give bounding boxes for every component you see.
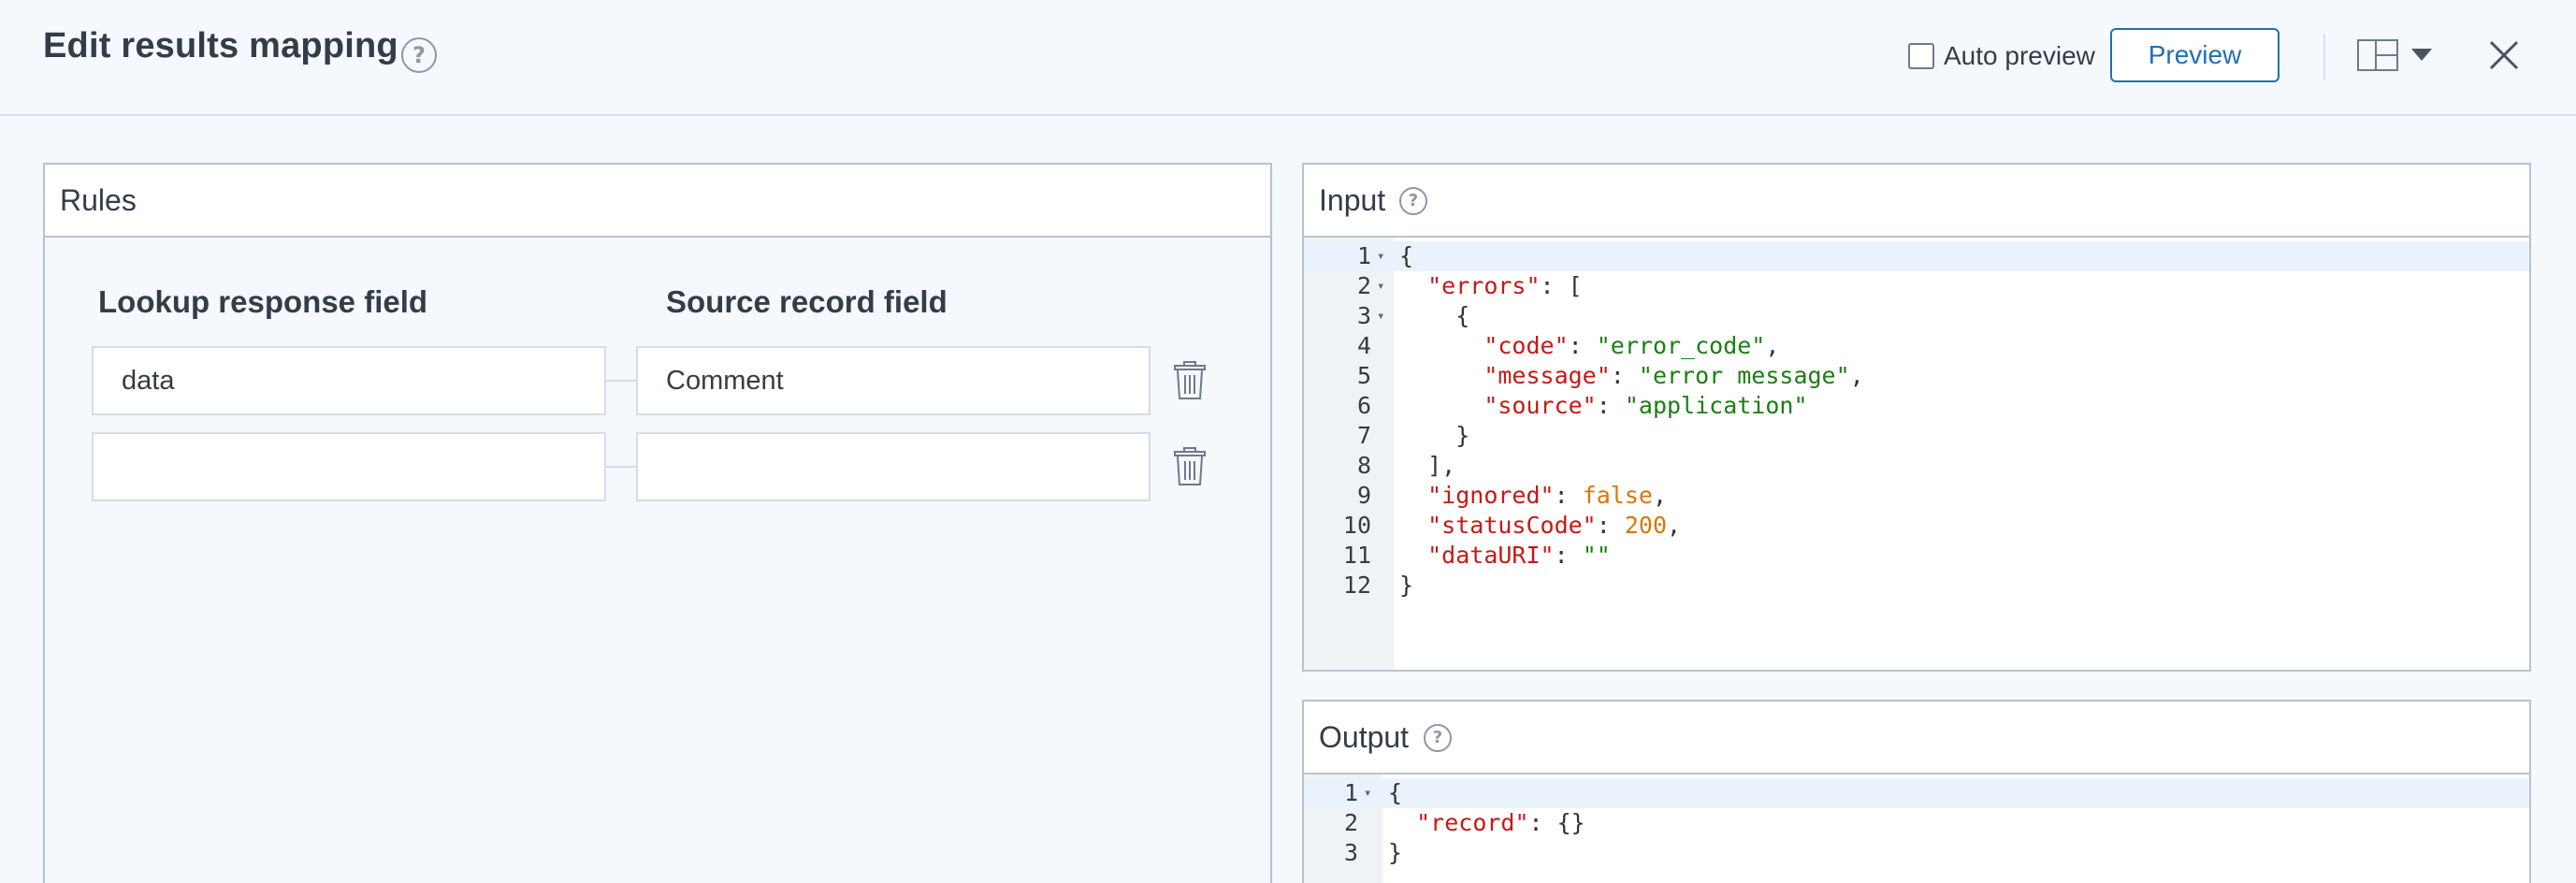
line-number: 3 <box>1356 302 1371 329</box>
line-number: 11 <box>1342 542 1371 569</box>
input-panel: Input ? 1 ▾ {2 ▾ "errors": [ 3 ▾ {4 "code": "… <box>1302 163 2531 672</box>
output-json-editor[interactable]: 1▾{2 "record": {}3} <box>1304 774 2529 883</box>
code-line[interactable]: 10 "statusCode": 200, <box>1304 511 2529 541</box>
code-text: "statusCode": 200, <box>1427 512 1682 539</box>
lookup-column-header: Lookup response field <box>98 284 428 319</box>
fold-arrow-icon[interactable]: ▾ <box>1377 279 1385 294</box>
code-line[interactable]: 9 "ignored": false, <box>1304 481 2529 511</box>
line-number: 1 <box>1356 242 1371 269</box>
code-line[interactable]: 6 "source": "application" <box>1304 391 2529 421</box>
code-line[interactable]: 5 "message": "error message", <box>1304 361 2529 391</box>
line-number: 2 <box>1343 809 1358 836</box>
header-divider <box>2323 34 2325 80</box>
code-line[interactable]: 3} <box>1304 838 2529 868</box>
lookup-field-input[interactable]: data <box>92 346 606 415</box>
code-text: "record": {} <box>1416 809 1585 836</box>
help-icon[interactable]: ? <box>401 37 437 73</box>
code-text: "errors": [ <box>1427 272 1583 299</box>
line-number: 7 <box>1356 422 1371 449</box>
fold-arrow-icon[interactable]: ▾ <box>1377 309 1385 324</box>
page-title: Edit results mapping <box>43 26 398 65</box>
code-line[interactable]: 2 ▾ "errors": [ <box>1304 271 2529 301</box>
code-line[interactable]: 1 ▾ { <box>1304 241 2529 271</box>
code-text: } <box>1399 422 1470 449</box>
line-number: 6 <box>1356 392 1371 419</box>
code-line[interactable]: 1 ▾ { <box>1304 778 2529 808</box>
auto-preview-checkbox[interactable] <box>1908 43 1934 69</box>
code-text: "source": "application" <box>1483 392 1808 419</box>
input-panel-header: Input ? <box>1304 165 2529 238</box>
line-number: 2 <box>1356 272 1371 299</box>
code-line[interactable]: 4 "code": "error_code", <box>1304 331 2529 361</box>
line-number: 10 <box>1342 512 1371 539</box>
output-panel-header: Output ? <box>1304 702 2529 774</box>
preview-button[interactable]: Preview <box>2110 28 2279 82</box>
code-text: { <box>1399 302 1470 329</box>
source-field-input[interactable]: Comment <box>636 346 1151 415</box>
row-connector <box>606 466 636 468</box>
code-line[interactable]: 11 "dataURI": "" <box>1304 541 2529 571</box>
line-number-gutter <box>1304 238 1394 670</box>
line-number: 5 <box>1356 362 1371 389</box>
modal-header: Edit results mapping ? Auto preview Prev… <box>0 0 2576 116</box>
code-text: ], <box>1399 452 1456 479</box>
code-line[interactable]: 3 ▾ { <box>1304 301 2529 331</box>
input-title: Input <box>1319 183 1386 217</box>
line-number: 12 <box>1342 572 1371 599</box>
code-text: "code": "error_code", <box>1483 332 1780 359</box>
source-column-header: Source record field <box>666 284 948 319</box>
code-line[interactable]: 12} <box>1304 571 2529 601</box>
output-panel: Output ? 1▾{2 "record": {}3} <box>1302 700 2531 883</box>
caret-down-icon[interactable] <box>2411 49 2432 62</box>
rules-title: Rules <box>60 183 137 217</box>
help-icon[interactable]: ? <box>1399 187 1427 215</box>
code-line[interactable]: 7 } <box>1304 421 2529 451</box>
line-number: 4 <box>1356 332 1371 359</box>
input-json-editor[interactable]: 1 ▾ {2 ▾ "errors": [ 3 ▾ {4 "code": "error_co… <box>1304 238 2529 670</box>
line-number: 8 <box>1356 452 1371 479</box>
code-line[interactable]: 2 "record": {} <box>1304 808 2529 838</box>
code-text: { <box>1388 779 1403 806</box>
code-text: { <box>1399 242 1414 269</box>
line-number: 3 <box>1343 839 1358 866</box>
rules-panel-header: Rules <box>45 165 1270 238</box>
code-line[interactable]: 8 ], <box>1304 451 2529 481</box>
code-text: "ignored": false, <box>1427 482 1668 509</box>
trash-icon[interactable] <box>1173 447 1207 486</box>
auto-preview-label: Auto preview <box>1944 41 2095 70</box>
lookup-field-input[interactable] <box>92 432 606 501</box>
trash-icon[interactable] <box>1173 361 1207 400</box>
code-text: } <box>1399 572 1414 599</box>
rules-panel: Rules Lookup response field Source recor… <box>43 163 1272 883</box>
row-connector <box>606 380 636 382</box>
code-text: "dataURI": "" <box>1427 542 1611 569</box>
code-text: "message": "error message", <box>1483 362 1864 389</box>
fold-arrow-icon[interactable]: ▾ <box>1377 249 1385 264</box>
output-title: Output <box>1319 720 1410 754</box>
line-number: 9 <box>1356 482 1371 509</box>
auto-preview-toggle[interactable]: Auto preview <box>1908 40 2095 72</box>
source-field-input[interactable] <box>636 432 1151 501</box>
fold-arrow-icon[interactable]: ▾ <box>1364 786 1372 801</box>
help-icon[interactable]: ? <box>1424 724 1452 752</box>
layout-icon[interactable] <box>2357 39 2398 71</box>
line-number: 1 <box>1343 779 1358 806</box>
close-icon[interactable] <box>2488 39 2520 71</box>
code-text: } <box>1388 839 1403 866</box>
